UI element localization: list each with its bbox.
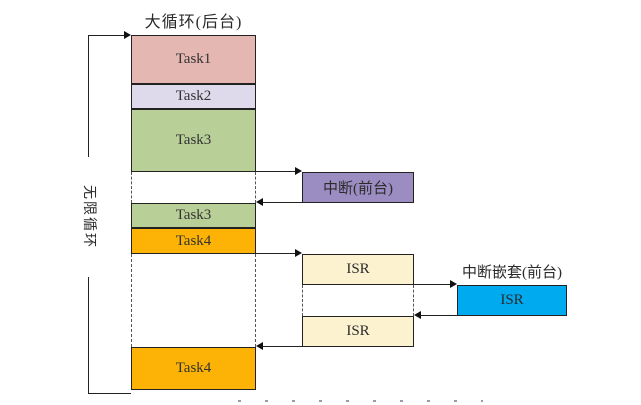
task4-resumed-label: Task4 — [175, 360, 212, 376]
interrupt-label: 中断(前台) — [323, 181, 393, 197]
call-arrowhead-interrupt-icon — [295, 167, 302, 175]
task4-resumed-block: Task4 — [131, 347, 256, 390]
return-arrowhead-task3-icon — [256, 198, 263, 206]
return-arrow-from-interrupt — [263, 202, 302, 203]
nested-interrupt-title: 中断嵌套(前台) — [462, 265, 562, 281]
isr2-label: ISR — [346, 323, 370, 339]
infinite-loop-label: 无限循环 — [79, 157, 97, 277]
suspended-gap-isr — [131, 254, 256, 347]
suspended-gap-interrupt — [131, 172, 256, 203]
isr2-box: ISR — [302, 316, 414, 347]
call-arrow-to-interrupt — [256, 171, 295, 172]
call-arrowhead-isr1-icon — [295, 249, 302, 257]
nested-isr-box: ISR — [457, 285, 567, 316]
call-arrow-to-nested-isr — [414, 284, 450, 285]
task4-label: Task4 — [175, 232, 212, 249]
task4-block: Task4 — [131, 228, 256, 254]
nested-isr-label: ISR — [500, 292, 524, 308]
interrupt-foreground-box: 中断(前台) — [302, 172, 414, 203]
return-arrowhead-task4-icon — [256, 342, 263, 350]
task3-label: Task3 — [175, 132, 212, 148]
task1-block: Task1 — [131, 35, 256, 84]
diagram-title: 大循环(后台) — [144, 14, 243, 31]
call-arrow-to-isr1 — [256, 253, 295, 254]
call-arrowhead-nested-isr-icon — [450, 280, 457, 288]
infinite-loop-line-top — [88, 35, 125, 36]
isr-suspended-gap — [302, 285, 414, 316]
infinite-loop-line-bottom — [88, 393, 131, 394]
return-arrowhead-isr2-icon — [414, 311, 421, 319]
task2-block: Task2 — [131, 84, 256, 109]
return-arrow-from-isr2 — [263, 346, 302, 347]
loop-arrowhead-icon — [124, 31, 131, 39]
isr1-label: ISR — [346, 261, 370, 277]
task3-resumed-block: Task3 — [131, 203, 256, 228]
isr1-box: ISR — [302, 254, 414, 285]
task2-label: Task2 — [175, 88, 212, 104]
task3-block: Task3 — [131, 109, 256, 172]
task1-label: Task1 — [175, 51, 212, 67]
task3-resumed-label: Task3 — [175, 207, 212, 223]
clipped-caption-fragment — [238, 400, 483, 402]
return-arrow-from-nested-isr — [421, 315, 457, 316]
